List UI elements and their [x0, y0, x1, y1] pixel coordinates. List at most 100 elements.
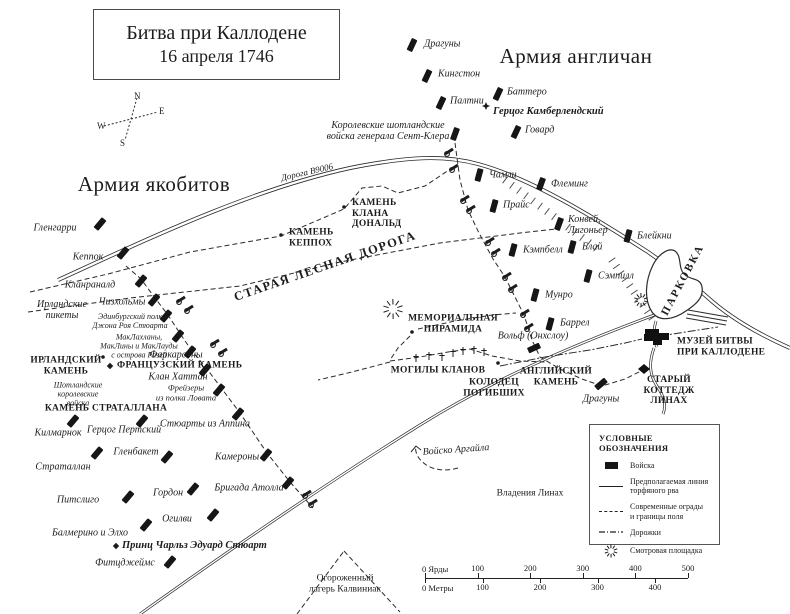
map-label: Баттеро	[507, 86, 547, 98]
viewpoint-star-icon	[383, 298, 403, 320]
scale-label: 100	[476, 582, 489, 592]
scale-tick	[540, 578, 541, 583]
compass-north-label: N	[134, 91, 141, 101]
museum-building	[644, 329, 669, 345]
map-label: Ирландские пикеты	[37, 298, 87, 321]
map-label: Драгуны	[582, 393, 620, 405]
map-label: Королевские шотландские войска генерала …	[326, 119, 450, 142]
map-label: Говард	[525, 124, 555, 136]
grave-cross-icon	[426, 352, 432, 360]
hatch-stroke	[530, 197, 536, 205]
solid-line-icon	[599, 485, 623, 487]
map-label: СТАРЫЙ КОТТЕДЖ ЛИНАХ	[643, 375, 695, 407]
grave-cross-icon	[481, 348, 487, 356]
map-label: Владения Линах	[496, 488, 564, 499]
map-label: Балмерино и Элхо	[51, 527, 129, 539]
map-label: Вольф (Онхслоу)	[497, 330, 569, 342]
scale-tick	[688, 573, 689, 578]
cannon-icon	[524, 322, 534, 332]
dashdot-line-icon	[599, 530, 623, 534]
old-forest-road-dashed	[27, 228, 557, 313]
map-label: Герцог Камберлендский	[493, 106, 604, 118]
parking-area-outline	[645, 249, 703, 320]
compass-rose	[103, 97, 159, 141]
map-label: Драгуны	[424, 38, 461, 50]
english-line-dashed	[454, 142, 642, 387]
hatch-stroke	[617, 270, 625, 276]
scale-label: 200	[523, 563, 537, 573]
dashed-line-icon	[599, 511, 623, 513]
scale-label: 400	[648, 582, 662, 592]
map-label: МЕМОРИАЛЬНАЯ ПИРАМИДА	[408, 313, 498, 334]
map-label: АНГЛИЙСКИЙ КАМЕНЬ	[519, 366, 593, 387]
grave-cross-icon	[460, 347, 466, 355]
cannon-icon	[449, 163, 459, 173]
grave-cross-icon	[471, 346, 477, 354]
hatch-stroke	[621, 276, 629, 282]
grave-cross-icon	[413, 354, 419, 362]
stone-dot-marker	[101, 355, 105, 359]
hatch-stroke	[509, 181, 515, 189]
cannon-icon	[302, 489, 312, 499]
map-label: Принц Чарльз Эдуард Стюарт	[122, 540, 267, 552]
hatch-stroke	[572, 228, 578, 236]
hatch-stroke	[630, 289, 638, 295]
map-label: МОГИЛЫ КЛАНОВ	[390, 365, 486, 376]
map-label: Эдинбургский полк Джона Роя Стюарта	[92, 312, 168, 330]
hatch-stroke	[635, 296, 643, 302]
map-label: Кэмпбелл	[523, 244, 563, 256]
hatch-stroke	[565, 223, 571, 231]
compass-east-label: E	[159, 106, 165, 116]
scale-tick	[635, 573, 637, 578]
map-label: Кланраналд	[64, 279, 116, 291]
map-label: КАМЕНЬ КЛАНА ДОНАЛЬД	[352, 198, 402, 230]
map-label: КОЛОДЕЦ ПОГИБШИХ	[463, 377, 525, 398]
map-label: Блейкни	[637, 230, 672, 242]
map-symbols-svg	[101, 102, 648, 550]
map-label: Кингстон	[438, 68, 481, 80]
grave-cross-icon	[439, 353, 445, 361]
scale-meters-zero: 0 Метры	[422, 583, 454, 593]
scale-label: 500	[681, 563, 695, 573]
map-label: Камероны	[214, 451, 260, 463]
viewpoint-star-icon	[599, 544, 623, 558]
map-label: Мунро	[545, 289, 573, 301]
legend-item-viewpoint: Смотровая площадка	[599, 544, 714, 558]
scale-label: 100	[471, 563, 484, 573]
diamond-marker	[112, 542, 120, 550]
hatch-stroke	[593, 244, 599, 252]
map-label: Армия англичан	[499, 44, 653, 69]
map-label: Герцог Пертский	[86, 424, 162, 436]
hatch-stroke	[644, 308, 652, 315]
cannon-icon	[184, 304, 194, 314]
legend-item-fences: Современные ограды и границы поля	[599, 502, 714, 521]
junction-road	[687, 309, 729, 318]
map-label: Гленбакет	[113, 446, 159, 458]
cannon-icon	[485, 236, 495, 246]
footpath-dashdot	[499, 338, 643, 367]
scale-yards-zero: 0 Ярды	[422, 564, 449, 574]
scale-tick	[477, 573, 479, 578]
scale-tick	[425, 573, 426, 583]
map-label: КАМЕНЬ СТРАТАЛЛАНА	[44, 403, 168, 414]
stone-dot-marker	[342, 205, 346, 209]
map-label: Прайс	[503, 199, 530, 211]
map-label: Килмарнок	[34, 427, 82, 439]
map-label: КАМЕНЬ КЕППОХ	[289, 227, 334, 248]
scale-tick	[597, 578, 599, 583]
diamond-marker	[106, 362, 114, 370]
compass-west-label: W	[97, 121, 106, 131]
map-label: ИРЛАНДСКИЙ КАМЕНЬ	[30, 355, 102, 376]
enclosure-dashed	[296, 550, 345, 614]
troops-swatch-icon	[599, 462, 623, 470]
legend-box: УСЛОВНЫЕ ОБОЗНАЧЕНИЯ Войска Предполагаем…	[589, 424, 720, 558]
scale-tick	[582, 573, 584, 578]
hatch-stroke	[502, 176, 508, 184]
hatch-stroke	[516, 186, 522, 194]
map-label: Баррел	[560, 317, 590, 329]
graves-boundary-dashed	[389, 348, 547, 363]
hatch-stroke	[544, 207, 550, 215]
